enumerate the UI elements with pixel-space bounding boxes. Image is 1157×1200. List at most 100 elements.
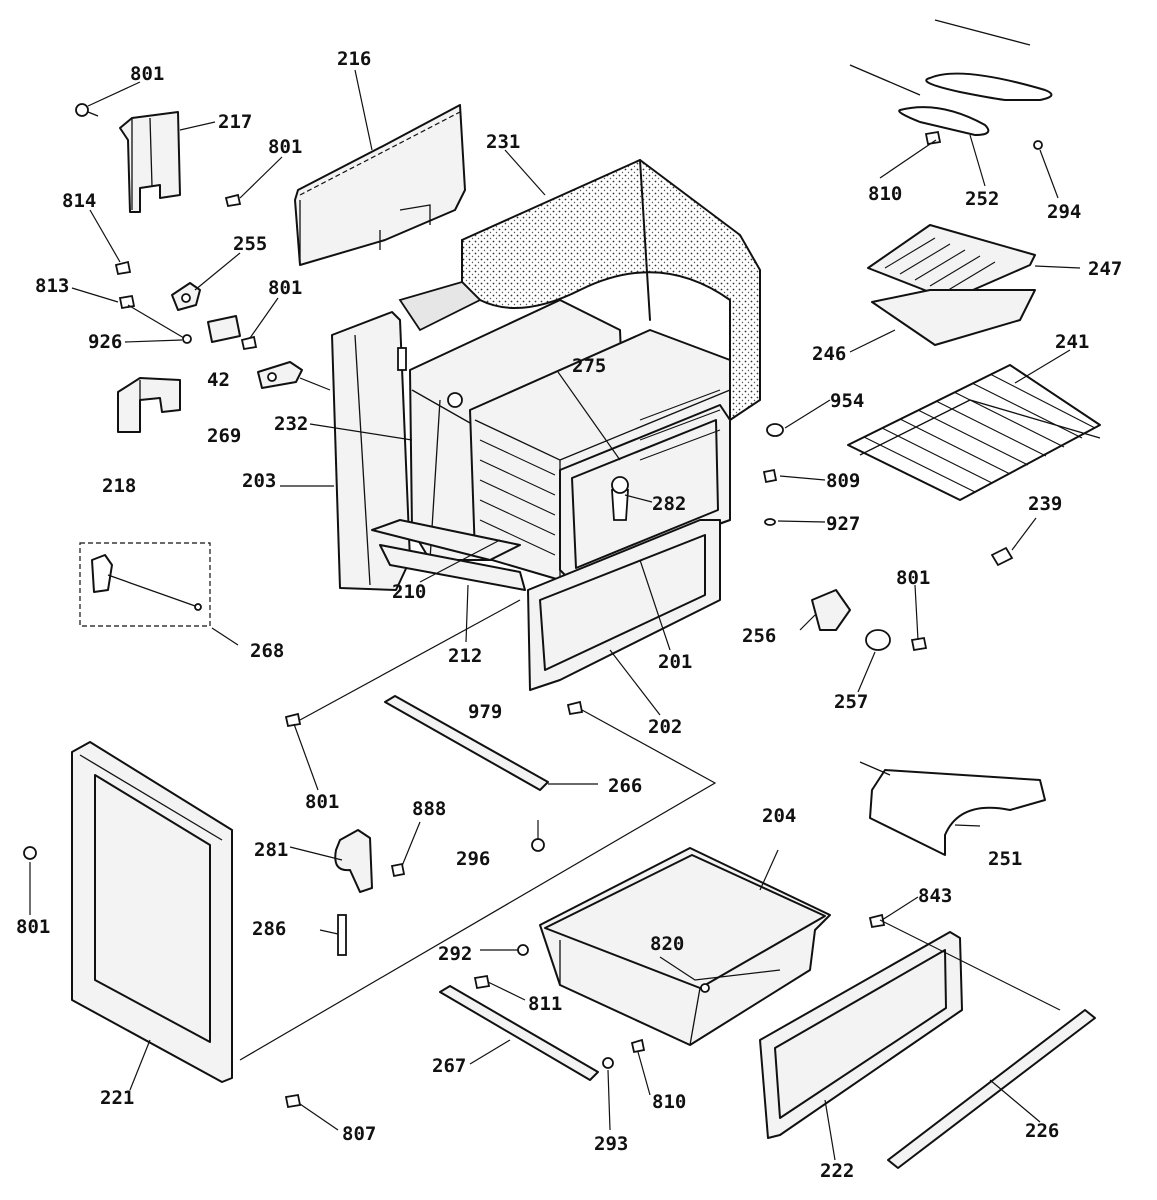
washer-926 [182,334,192,344]
label-979: 979 [468,701,502,723]
label-241: 241 [1055,331,1089,353]
label-293: 293 [594,1133,628,1155]
label-210: 210 [392,581,426,603]
label-811: 811 [528,993,562,1015]
screw-801-top-middle [224,193,242,208]
part-294-clip [1033,140,1043,150]
label-212: 212 [448,645,482,667]
label-801: 801 [16,916,50,938]
screw-807 [284,1093,302,1109]
screw-814 [114,260,132,276]
part-257-lamp-bulb [865,629,891,651]
part-267-drawer-slide [439,985,599,1081]
label-203: 203 [242,470,276,492]
screw-293 [602,1057,614,1069]
label-247: 247 [1088,258,1122,280]
label-926: 926 [88,331,122,353]
label-927: 927 [826,513,860,535]
screw-979 [566,700,584,716]
part-labels: 801 217 216 801 231 814 255 813 801 926 … [16,48,1122,1182]
screw-292 [517,944,529,956]
part-269-bracket [257,361,303,389]
part-201-door-gasket [559,404,731,581]
screw-801-lower-left [284,712,302,728]
screw-801-left-middle [240,335,258,351]
label-221: 221 [100,1087,134,1109]
label-801: 801 [896,567,930,589]
label-801: 801 [268,277,302,299]
label-218: 218 [102,475,136,497]
label-813: 813 [35,275,69,297]
part-210-bottom-tray [371,519,521,561]
part-252-broil-element [849,19,1053,136]
label-231: 231 [486,131,520,153]
label-267: 267 [432,1055,466,1077]
label-888: 888 [412,798,446,820]
part-202-front-frame [527,519,721,691]
part-239-clip [990,546,1014,567]
label-204: 204 [762,805,796,827]
label-256: 256 [742,625,776,647]
label-251: 251 [988,848,1022,870]
label-282: 282 [652,493,686,515]
label-255: 255 [233,233,267,255]
label-820: 820 [650,933,684,955]
label-843: 843 [918,885,952,907]
label-801: 801 [268,136,302,158]
label-809: 809 [826,470,860,492]
part-247-broil-grid [867,224,1036,301]
label-801: 801 [305,791,339,813]
label-252: 252 [965,188,999,210]
label-296: 296 [456,848,490,870]
label-246: 246 [812,343,846,365]
label-292: 292 [438,943,472,965]
part-954-knob [766,423,784,437]
label-222: 222 [820,1160,854,1182]
part-251-bake-element [859,761,1046,856]
part-266-rail [384,695,549,791]
screw-801-top-left [75,103,99,117]
label-281: 281 [254,839,288,861]
label-294: 294 [1047,201,1081,223]
label-954: 954 [830,390,864,412]
part-256-lamp-socket [811,589,851,631]
part-820-screws [700,983,710,993]
screw-843 [868,913,886,929]
label-266: 266 [608,775,642,797]
screw-888 [390,862,406,878]
label-814: 814 [62,190,96,212]
part-241-oven-rack [847,364,1101,501]
label-807: 807 [342,1123,376,1145]
part-222-drawer-front [759,931,963,1139]
label-801: 801 [130,63,164,85]
part-226-trim [887,1009,1096,1169]
part-255-bracket [171,282,201,311]
part-217-bracket [119,111,181,213]
washer-927 [764,518,776,526]
label-42: 42 [207,369,230,391]
label-217: 217 [218,111,252,133]
screw-801-far-left [23,846,37,860]
screw-809 [762,468,778,484]
label-257: 257 [834,691,868,713]
label-275: 275 [572,355,606,377]
part-212-bottom-strip [379,544,526,591]
part-286-pin [337,914,347,956]
label-810: 810 [868,183,902,205]
screw-811 [473,974,491,990]
screw-801-right [910,636,928,652]
label-810: 810 [652,1091,686,1113]
label-286: 286 [252,918,286,940]
part-231-oven-wrapper [398,158,761,422]
part-221-oven-door [71,741,233,1083]
label-239: 239 [1028,493,1062,515]
part-204-storage-drawer [539,847,831,1046]
label-201: 201 [658,651,692,673]
part-268-assembly-box [79,542,211,627]
label-268: 268 [250,640,284,662]
screw-813 [118,294,136,310]
label-226: 226 [1025,1120,1059,1142]
screw-810-top-right [924,130,942,146]
label-232: 232 [274,413,308,435]
